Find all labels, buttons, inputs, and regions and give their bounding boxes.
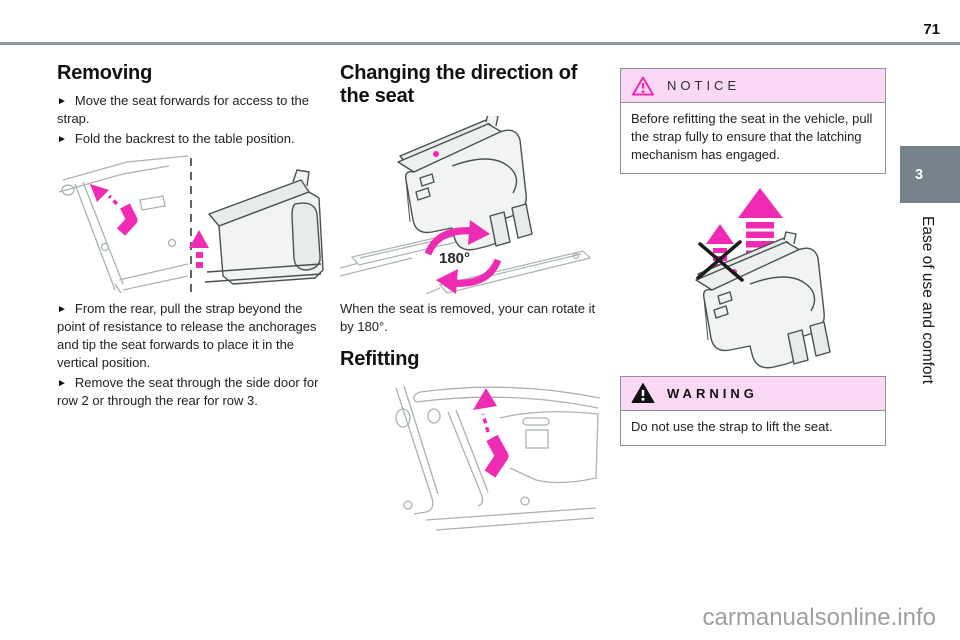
warning-triangle-icon — [631, 383, 655, 404]
header-rule — [0, 42, 960, 45]
notice-triangle-icon — [632, 76, 654, 95]
bullet-arrow-glyph: ► — [57, 134, 67, 146]
instruction-bullet: ►From the rear, pull the strap beyond th… — [57, 300, 329, 372]
pull-strap-art — [484, 434, 509, 478]
chapter-title-vertical: Ease of use and comfort — [919, 216, 936, 385]
warning-box: WARNING Do not use the strap to lift the… — [620, 375, 886, 446]
instruction-bullet: ►Remove the seat through the side door f… — [57, 374, 329, 410]
bullet-arrow-glyph: ► — [57, 377, 67, 389]
rotation-caption: When the seat is removed, your can rotat… — [340, 300, 596, 334]
bullet-text: From the rear, pull the strap beyond the… — [57, 301, 317, 371]
rotation-angle-label: 180° — [439, 250, 470, 267]
refitting-illustration — [395, 385, 601, 531]
pull-direction-arrow — [481, 413, 490, 433]
notice-title: NOTICE — [667, 78, 741, 93]
lift-direction-arrow — [189, 230, 209, 269]
bullet-text: Move the seat forwards for access to the… — [57, 93, 310, 127]
changing-direction-heading: Changing the direction of the seat — [340, 62, 578, 108]
warning-title: WARNING — [667, 385, 758, 401]
section-changing-direction: Changing the direction of the seat 180° … — [340, 62, 603, 542]
bullet-arrow-glyph: ► — [57, 96, 67, 108]
instruction-bullet: ► Fold the backrest to the table position… — [57, 130, 329, 148]
bullet-text: Remove the seat through the side door fo… — [57, 374, 319, 408]
strap-and-folded-seat-illustration — [58, 155, 324, 294]
section-alerts: NOTICE Before refitting the seat in the … — [620, 68, 886, 446]
pull-arrow-head — [473, 388, 497, 411]
rotate-seat-illustration: 180° — [340, 115, 592, 294]
notice-box: NOTICE Before refitting the seat in the … — [620, 68, 886, 174]
no-lift-by-strap-illustration — [695, 187, 831, 369]
warning-header: WARNING — [621, 376, 885, 410]
section-removing: Removing ►Move the seat forwards for acc… — [57, 62, 329, 412]
watermark: carmanualsonline.info — [702, 604, 936, 631]
page-number: 71 — [923, 21, 940, 38]
notice-header: NOTICE — [621, 69, 885, 102]
pull-arrow-head — [90, 184, 109, 203]
rotation-arrow-icon — [424, 219, 502, 294]
bullet-arrow-glyph: ► — [57, 304, 67, 316]
warning-body: Do not use the strap to lift the seat. — [621, 409, 885, 445]
chapter-tab: 3 — [900, 146, 960, 203]
notice-body: Before refitting the seat in the vehicle… — [621, 102, 885, 173]
removing-heading: Removing — [57, 62, 153, 84]
instruction-bullet: ►Move the seat forwards for access to th… — [57, 92, 329, 128]
chapter-number: 3 — [915, 166, 924, 183]
pull-direction-arrow — [107, 194, 119, 206]
pull-strap-art — [116, 203, 138, 236]
cross-out-icon — [696, 240, 744, 282]
refitting-heading: Refitting — [340, 347, 420, 370]
bullet-text: Fold the backrest to the table position. — [74, 131, 295, 147]
